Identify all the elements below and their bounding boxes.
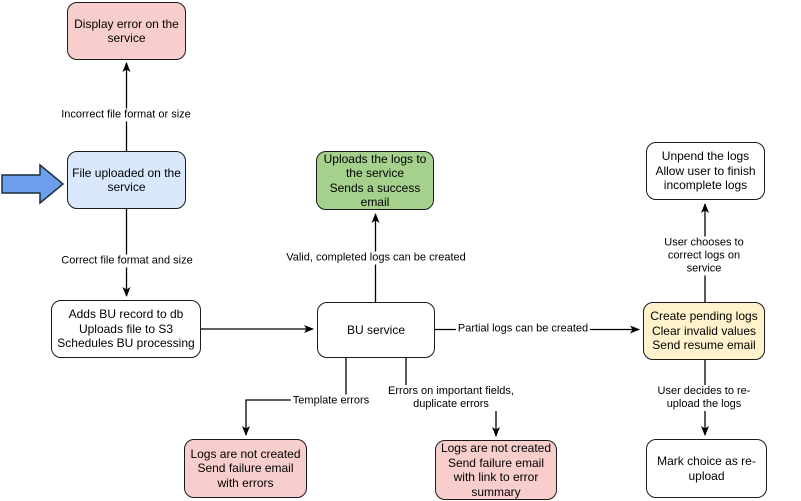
start-arrow-icon bbox=[1, 163, 65, 205]
node-failure-fields: Logs are not created Send failure email … bbox=[435, 440, 557, 500]
node-file-uploaded: File uploaded on the service bbox=[67, 151, 186, 209]
node-display-error: Display error on the service bbox=[67, 2, 186, 60]
edge-label-incorrect-format: Incorrect file format or size bbox=[59, 108, 193, 122]
edge-label-partial-logs: Partial logs can be created bbox=[455, 322, 591, 336]
edge-label-reupload: User decides to re-upload the logs bbox=[655, 385, 753, 411]
node-mark-reupload: Mark choice as re- upload bbox=[646, 439, 767, 498]
edge-label-correct-format: Correct file format and size bbox=[59, 254, 195, 268]
node-bu-service: BU service bbox=[317, 302, 435, 358]
node-success-upload: Uploads the logs to the service Sends a … bbox=[316, 151, 434, 210]
edge-label-field-errors: Errors on important fields, duplicate er… bbox=[386, 385, 516, 411]
edge-label-template-errors: Template errors bbox=[290, 394, 372, 408]
node-unpend-logs: Unpend the logs Allow user to finish inc… bbox=[646, 142, 765, 200]
node-pending-logs: Create pending logs Clear invalid values… bbox=[643, 302, 765, 360]
edge-label-valid-logs: Valid, completed logs can be created bbox=[284, 251, 468, 265]
edge-label-correct-on-service: User chooses to correct logs on service bbox=[655, 236, 753, 276]
node-process-upload: Adds BU record to db Uploads file to S3 … bbox=[51, 300, 201, 358]
node-failure-template: Logs are not created Send failure email … bbox=[184, 439, 307, 498]
